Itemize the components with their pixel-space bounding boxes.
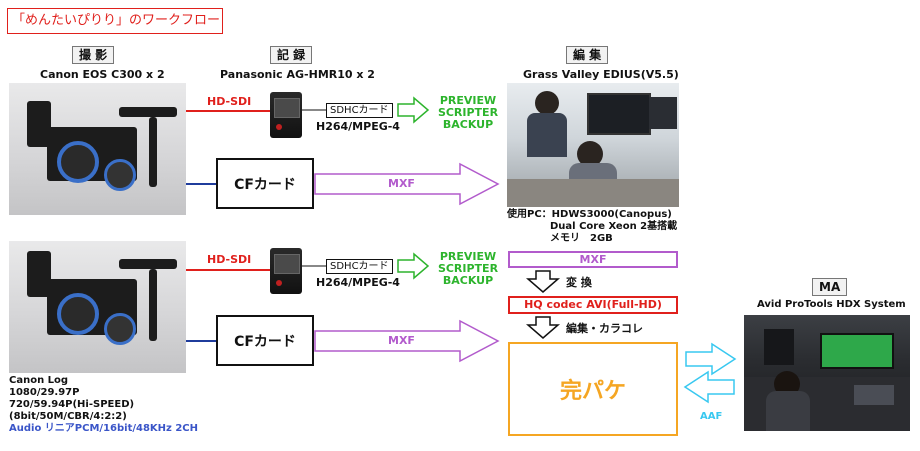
- convert-label: 変 換: [566, 276, 592, 289]
- mxf-arrow-2: [314, 319, 500, 363]
- pc-spec-line: メモリ 2GB: [550, 233, 613, 244]
- audio-spec: Audio リニアPCM/16bit/48KHz 2CH: [9, 423, 199, 434]
- preview-arrow-2: [397, 252, 430, 280]
- mxf-ingest-box: MXF: [508, 251, 678, 268]
- aaf-arrow-right: [685, 342, 737, 376]
- ma-system: Avid ProTools HDX System: [757, 299, 906, 310]
- pc-spec-line: Dual Core Xeon 2基搭載: [550, 221, 678, 232]
- grade-label: 編集・カラコレ: [566, 322, 643, 335]
- mxf-label-2: MXF: [388, 334, 415, 347]
- pc-spec-line: 使用PC：HDWS3000(Canopus): [507, 209, 672, 220]
- spec-line: Canon Log: [9, 375, 69, 386]
- final-package-box: 完パケ: [508, 342, 678, 436]
- hdsdi-label-2: HD-SDI: [207, 253, 252, 266]
- camera-model: Canon EOS C300 x 2: [40, 68, 165, 81]
- hq-codec-box: HQ codec AVI(Full-HD): [508, 296, 678, 314]
- cf-card-box-2: CFカード: [216, 315, 314, 366]
- camera-photo-2: [9, 241, 186, 373]
- section-label-ma: MA: [812, 278, 848, 296]
- ma-studio-photo: [744, 315, 910, 431]
- cf-card-box-1: CFカード: [216, 158, 314, 209]
- recorder-device-1: [270, 92, 302, 138]
- recorder-device-2: [270, 248, 302, 294]
- convert-arrow: [525, 270, 561, 293]
- workflow-title: 「めんたいぴりり」のワークフロー: [7, 8, 223, 34]
- pc-specs: 使用PC：HDWS3000(Canopus) Dual Core Xeon 2基…: [507, 209, 677, 245]
- camera-specs: Canon Log 1080/29.97P 720/59.94P(Hi-SPEE…: [9, 375, 198, 435]
- spec-line: (8bit/50M/CBR/4:2:2): [9, 411, 127, 422]
- edit-system: Grass Valley EDIUS(V5.5): [523, 68, 679, 81]
- section-label-record: 記 録: [270, 46, 313, 64]
- scripter-line: SCRIPTER: [437, 262, 499, 275]
- preview-label-2: PREVIEW SCRIPTER BACKUP: [432, 251, 504, 287]
- backup-line: BACKUP: [442, 118, 494, 131]
- hdsdi-label-1: HD-SDI: [207, 95, 252, 108]
- spec-line: 1080/29.97P: [9, 387, 80, 398]
- mxf-arrow-1: [314, 162, 500, 206]
- aaf-label: AAF: [700, 411, 723, 422]
- spec-line: 720/59.94P(Hi-SPEED): [9, 399, 135, 410]
- scripter-line: SCRIPTER: [437, 106, 499, 119]
- recorder-model: Panasonic AG-HMR10 x 2: [220, 68, 375, 81]
- backup-line: BACKUP: [442, 274, 494, 287]
- preview-label-1: PREVIEW SCRIPTER BACKUP: [432, 95, 504, 131]
- mxf-label-1: MXF: [388, 177, 415, 190]
- camera-photo-1: [9, 83, 186, 215]
- edit-room-photo: [507, 83, 679, 207]
- codec-label-1: H264/MPEG-4: [316, 120, 400, 133]
- sdhc-card-2: SDHCカード: [326, 259, 393, 274]
- section-label-edit: 編 集: [566, 46, 609, 64]
- section-label-shoot: 撮 影: [72, 46, 115, 64]
- grade-arrow: [525, 316, 561, 339]
- sdhc-card-1: SDHCカード: [326, 103, 393, 118]
- preview-line: PREVIEW: [439, 250, 497, 263]
- codec-label-2: H264/MPEG-4: [316, 276, 400, 289]
- preview-arrow-1: [397, 96, 430, 124]
- preview-line: PREVIEW: [439, 94, 497, 107]
- aaf-arrow-left: [683, 370, 735, 404]
